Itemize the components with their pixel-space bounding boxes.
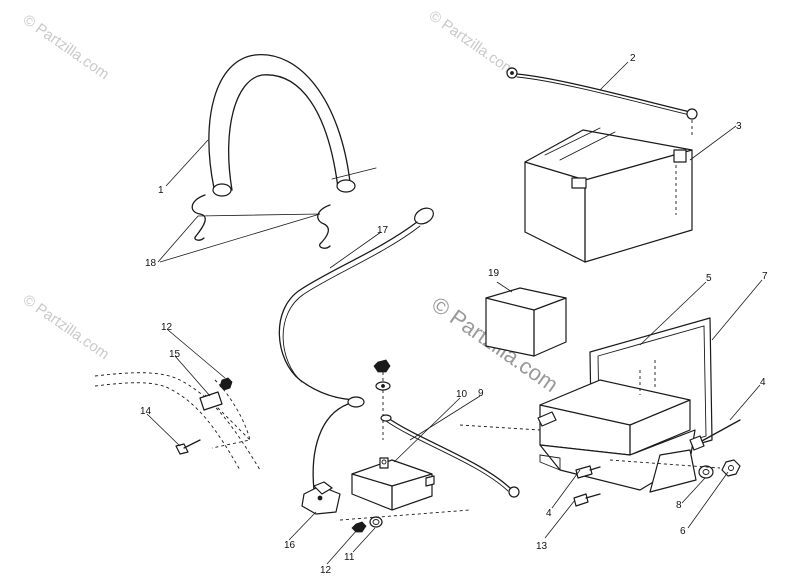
callout-17: 17 xyxy=(377,225,389,236)
callout-1: 1 xyxy=(158,185,164,196)
leader-lines xyxy=(146,61,763,565)
callout-5: 5 xyxy=(706,273,712,284)
callout-8: 8 xyxy=(676,500,682,511)
battery-pad xyxy=(485,287,567,357)
callout-2: 2 xyxy=(630,53,636,64)
battery xyxy=(524,127,693,263)
callout-19: 19 xyxy=(488,268,500,279)
frame-bracket xyxy=(94,372,261,471)
solenoid xyxy=(351,457,435,511)
solenoid-cable xyxy=(385,417,541,498)
callout-16: 16 xyxy=(284,540,296,551)
callout-13: 13 xyxy=(536,541,548,552)
watermark-top-right: © Partzilla.com xyxy=(426,7,519,79)
callout-14: 14 xyxy=(140,406,152,417)
callout-12-bottom: 12 xyxy=(320,565,332,576)
hardware-bottom xyxy=(339,509,471,533)
callout-12-left: 12 xyxy=(161,322,173,333)
hardware-lower xyxy=(537,411,601,507)
callout-10: 10 xyxy=(456,389,468,400)
callout-4-lower: 4 xyxy=(546,508,552,519)
connector xyxy=(301,403,349,515)
watermark-top-left: © Partzilla.com xyxy=(20,11,113,83)
ground-cable xyxy=(506,67,698,138)
callout-4-upper: 4 xyxy=(760,377,766,388)
callout-9: 9 xyxy=(478,388,484,399)
terminal-bolt-stack xyxy=(373,359,392,440)
battery-box xyxy=(539,360,697,493)
hardware-right xyxy=(609,419,741,479)
watermark-mid-left: © Partzilla.com xyxy=(20,291,113,363)
callout-18: 18 xyxy=(145,258,157,269)
callout-6: 6 xyxy=(680,526,686,537)
positive-cable xyxy=(278,207,434,408)
callout-3: 3 xyxy=(736,121,742,132)
callout-11: 11 xyxy=(344,552,355,563)
callout-7: 7 xyxy=(762,271,768,282)
strap-hooks xyxy=(191,194,331,249)
callout-labels: 1 2 3 4 4 5 6 7 8 9 10 11 12 12 13 14 15… xyxy=(140,53,768,576)
battery-strap xyxy=(208,54,377,197)
callout-15: 15 xyxy=(169,349,181,360)
